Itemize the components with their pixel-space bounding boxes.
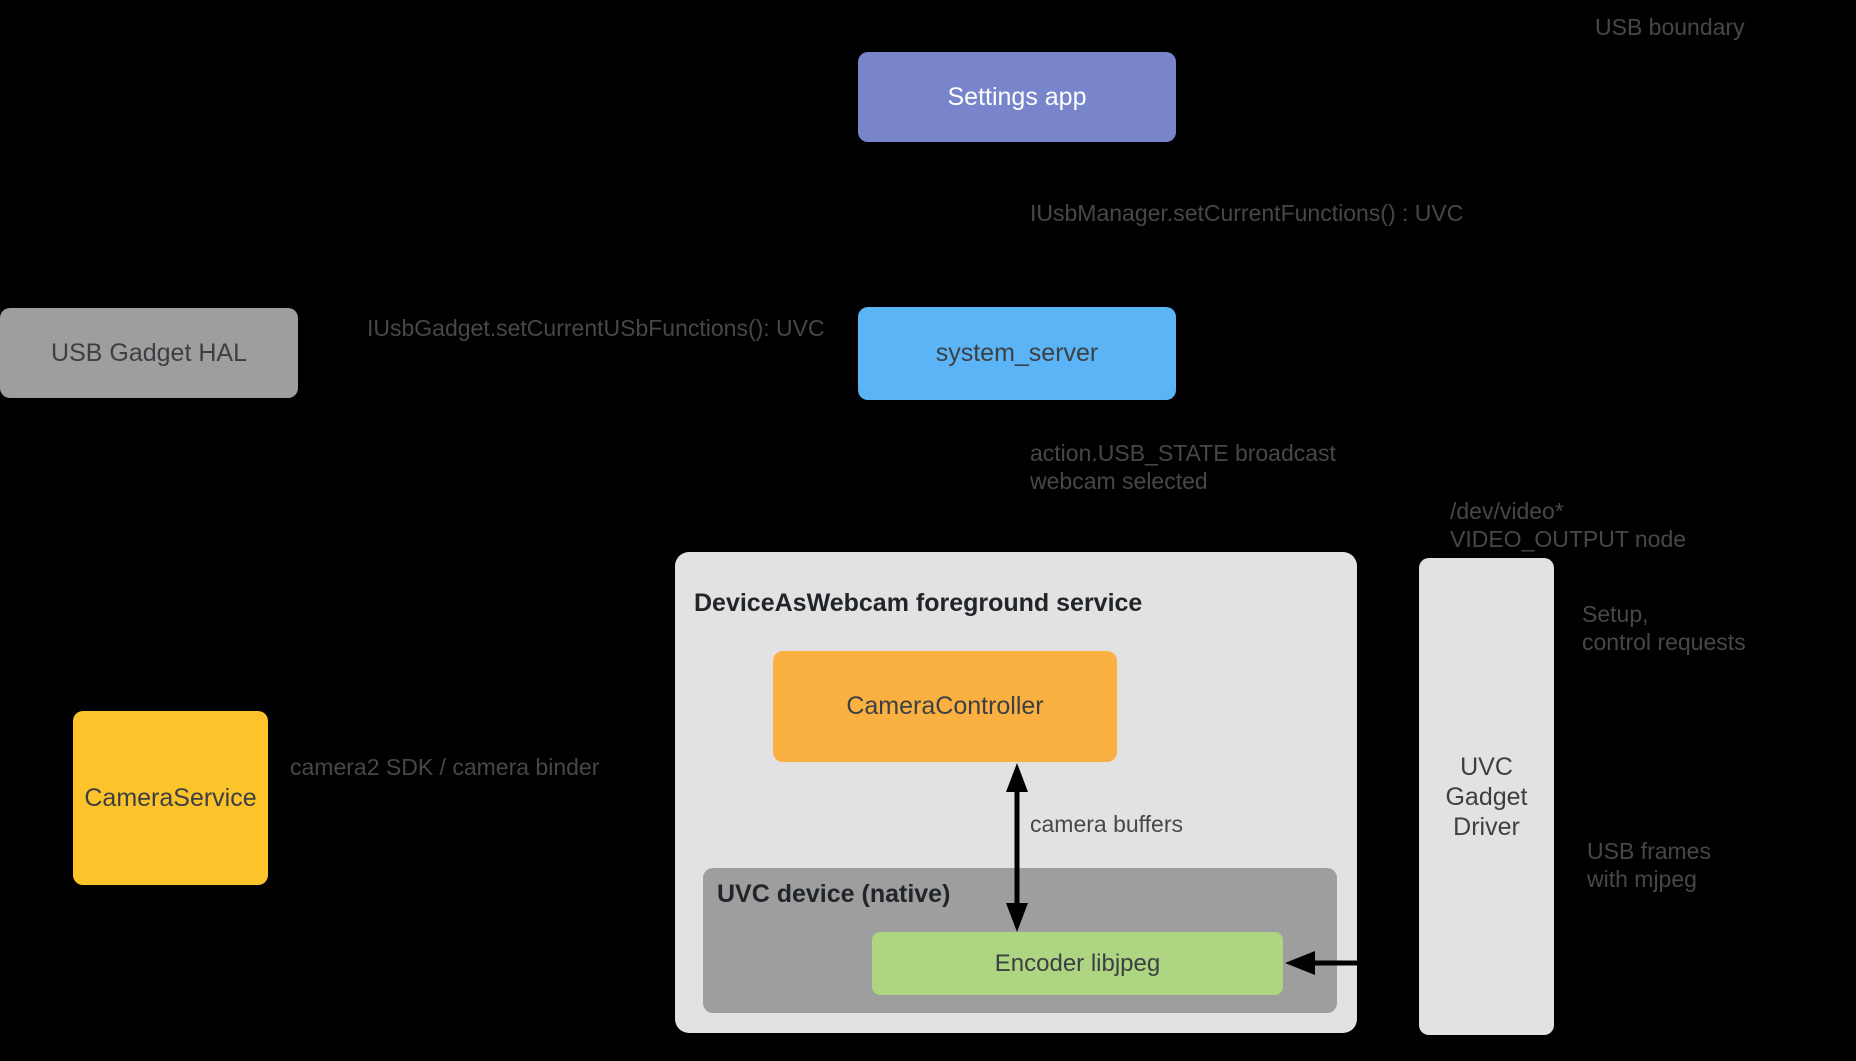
usb-boundary-label: USB boundary — [1595, 14, 1745, 40]
encoder-label: Encoder libjpeg — [994, 949, 1161, 977]
camera-controller-box: CameraController — [773, 651, 1117, 762]
setup-line2: control requests — [1582, 629, 1746, 655]
usb-gadget-hal-label: USB Gadget HAL — [51, 338, 247, 367]
encoder-box: Encoder libjpeg — [872, 932, 1283, 995]
usb-state-line1: action.USB_STATE broadcast — [1030, 440, 1336, 466]
uvc-gadget-driver-line2: Gadget — [1445, 782, 1528, 811]
camera-service-label: CameraService — [84, 783, 257, 812]
setup-line1: Setup, — [1582, 601, 1649, 627]
dev-video-label: /dev/video* VIDEO_OUTPUT node — [1450, 497, 1686, 553]
settings-app-label: Settings app — [947, 82, 1087, 111]
uvc-gadget-driver-box: UVC Gadget Driver — [1419, 558, 1554, 1035]
settings-app-box: Settings app — [858, 52, 1176, 142]
system-server-box: system_server — [858, 307, 1176, 400]
deviceaswebcam-title: DeviceAsWebcam foreground service — [694, 589, 1143, 617]
uvc-gadget-driver-line1: UVC — [1460, 752, 1513, 781]
uvc-native-title: UVC device (native) — [717, 880, 951, 908]
uvc-gadget-driver-line3: Driver — [1453, 812, 1520, 841]
camera-controller-label: CameraController — [846, 692, 1044, 720]
setup-control-label: Setup, control requests — [1582, 600, 1746, 656]
usb-frames-line1: USB frames — [1587, 838, 1711, 864]
dev-video-line1: /dev/video* — [1450, 498, 1564, 524]
iusbgadget-label: IUsbGadget.setCurrentUSbFunctions(): UVC — [367, 315, 825, 341]
system-server-label: system_server — [935, 339, 1099, 367]
usb-state-line2: webcam selected — [1030, 468, 1208, 494]
camera-buffers-label: camera buffers — [1030, 811, 1183, 837]
usb-frames-line2: with mjpeg — [1587, 866, 1697, 892]
dev-video-line2: VIDEO_OUTPUT node — [1450, 526, 1687, 552]
usb-state-label: action.USB_STATE broadcast webcam select… — [1030, 439, 1336, 495]
usb-frames-label: USB frames with mjpeg — [1587, 837, 1711, 893]
camera-service-box: CameraService — [73, 711, 268, 885]
iusbmanager-label: IUsbManager.setCurrentFunctions() : UVC — [1030, 200, 1464, 226]
camera2-sdk-label: camera2 SDK / camera binder — [290, 754, 600, 780]
usb-gadget-hal-box: USB Gadget HAL — [0, 308, 298, 398]
